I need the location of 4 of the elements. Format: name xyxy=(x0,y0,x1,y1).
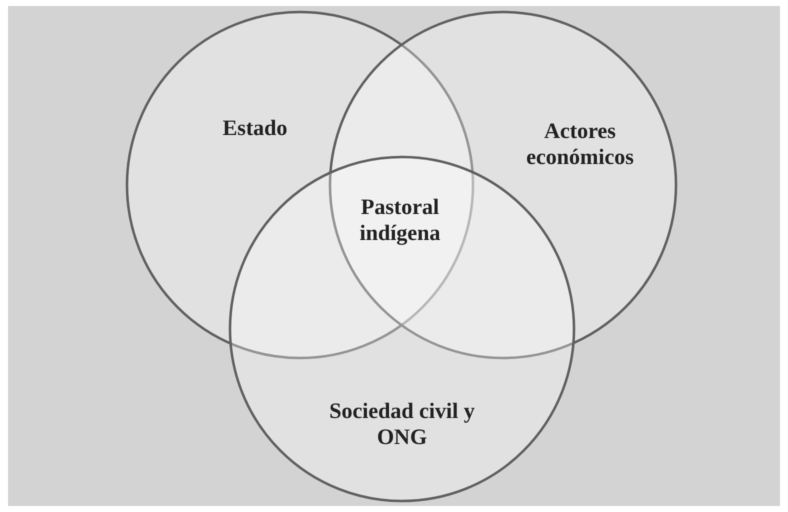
overlap-label: Pastoral indígena xyxy=(358,194,442,247)
circle-label: Actores económicos xyxy=(525,118,635,171)
circle-label: Sociedad civil y ONG xyxy=(328,398,476,451)
circle-label: Estado xyxy=(222,115,288,142)
